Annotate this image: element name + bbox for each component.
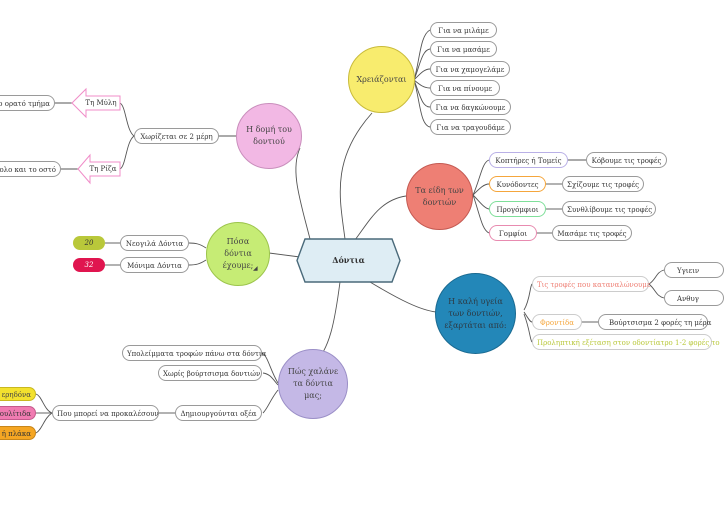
structure-topic-label: Η δομή του δοντιού	[246, 125, 292, 146]
mind-map-canvas: Δόντια Χρειάζονται Για να μιλάμε Για να …	[0, 22, 724, 440]
health-checkup[interactable]: Προληπτική εξέταση στον οδοντίατρο 1-2 φ…	[532, 334, 720, 350]
health-topic[interactable]: Η καλή υγεία των δοντιών, εξαρτάται από:	[435, 273, 516, 354]
health-care-desc[interactable]: Βούρτσισμα 2 φορές τη μέρα	[598, 314, 711, 330]
count-item-milk-teeth[interactable]: Νεογιλά Δόντια	[120, 235, 189, 251]
harm-cause[interactable]: Που μπορεί να προκαλέσουν	[52, 405, 159, 421]
needs-item[interactable]: Για να μασάμε	[430, 41, 497, 57]
harm-topic[interactable]: Πώς χαλάνε τα δόντια μας;	[278, 349, 348, 419]
needs-item[interactable]: Για να χαμογελάμε	[430, 61, 510, 77]
harm-item[interactable]: Δημιουργούνται οξέα	[175, 405, 262, 421]
type-desc[interactable]: Σχίζουμε τις τροφές	[562, 176, 644, 192]
structure-topic[interactable]: Η δομή του δοντιού	[236, 103, 302, 169]
harm-effect-caries[interactable]: ερηδόνα	[0, 387, 36, 401]
needs-item[interactable]: Για να πίνουμε	[430, 80, 500, 96]
structure-part-root[interactable]: Τη Ρίζα	[77, 153, 121, 185]
type-desc[interactable]: Μασάμε τις τροφές	[552, 225, 632, 241]
type-item-molars[interactable]: Γομφίοι	[489, 225, 537, 241]
central-topic-label: Δόντια	[332, 255, 365, 265]
harm-effect-plaque[interactable]: ή πλάκα	[0, 426, 36, 440]
type-item-incisors[interactable]: Κοπτήρες ή Τομείς	[489, 152, 568, 168]
structure-split[interactable]: Χωρίζεται σε 2 μέρη	[134, 128, 219, 144]
central-topic[interactable]: Δόντια	[296, 238, 401, 283]
structure-part-label: Τη Μύλη	[85, 99, 117, 107]
types-topic-label: Τα είδη των δοντιών	[415, 185, 464, 207]
arrow-shape-icon	[77, 153, 121, 185]
needs-topic-label: Χρειάζονται	[356, 74, 407, 84]
expand-triangle-icon[interactable]: ◢	[253, 265, 258, 272]
structure-part-label: Τη Ρίζα	[89, 165, 117, 173]
structure-root-desc[interactable]: ολο και το οστό	[0, 161, 61, 177]
health-topic-label: Η καλή υγεία των δοντιών, εξαρτάται από:	[444, 296, 507, 330]
needs-item[interactable]: Για να δαγκώνουμε	[430, 99, 511, 115]
type-desc[interactable]: Κόβουμε τις τροφές	[586, 152, 667, 168]
structure-crown-desc[interactable]: ο ορατό τμήμα	[0, 95, 55, 111]
health-food[interactable]: Τις τροφές που καταναλώνουμε	[532, 276, 650, 292]
health-food-healthy[interactable]: Υγιειν	[664, 262, 724, 278]
type-item-canines[interactable]: Κυνόδοντες	[489, 176, 546, 192]
count-item-permanent-teeth[interactable]: Μόνιμα Δόντια	[120, 257, 189, 273]
type-desc[interactable]: Συνθλίβουμε τις τροφές	[562, 201, 656, 217]
health-food-unhealthy[interactable]: Ανθυγ	[664, 290, 724, 306]
central-hexagon-shape	[296, 238, 401, 283]
harm-topic-label: Πώς χαλάνε τα δόντια μας;	[287, 367, 339, 400]
harm-item[interactable]: Υπολείμματα τροφών πάνω στα δόντια	[122, 345, 266, 361]
count-value-milk: 20	[73, 236, 105, 250]
harm-item[interactable]: Χωρίς βούρτσισμα δοντιών	[158, 365, 262, 381]
type-item-premolars[interactable]: Προγόμφιοι	[489, 201, 546, 217]
types-topic[interactable]: Τα είδη των δοντιών	[406, 163, 473, 230]
count-topic[interactable]: Πόσα δόντια έχουμε;	[206, 222, 270, 286]
count-topic-label: Πόσα δόντια έχουμε;	[222, 237, 254, 270]
needs-item[interactable]: Για να τραγουδάμε	[430, 119, 511, 135]
health-care[interactable]: Φροντίδα	[532, 314, 582, 330]
needs-item[interactable]: Για να μιλάμε	[430, 22, 497, 38]
count-value-permanent: 32	[73, 258, 105, 272]
harm-effect-gingivitis[interactable]: ουλίτιδα	[0, 406, 36, 420]
structure-part-crown[interactable]: Τη Μύλη	[71, 87, 121, 119]
arrow-shape-icon	[71, 87, 121, 119]
needs-topic[interactable]: Χρειάζονται	[348, 46, 415, 113]
connector-lines	[35, 29, 665, 434]
